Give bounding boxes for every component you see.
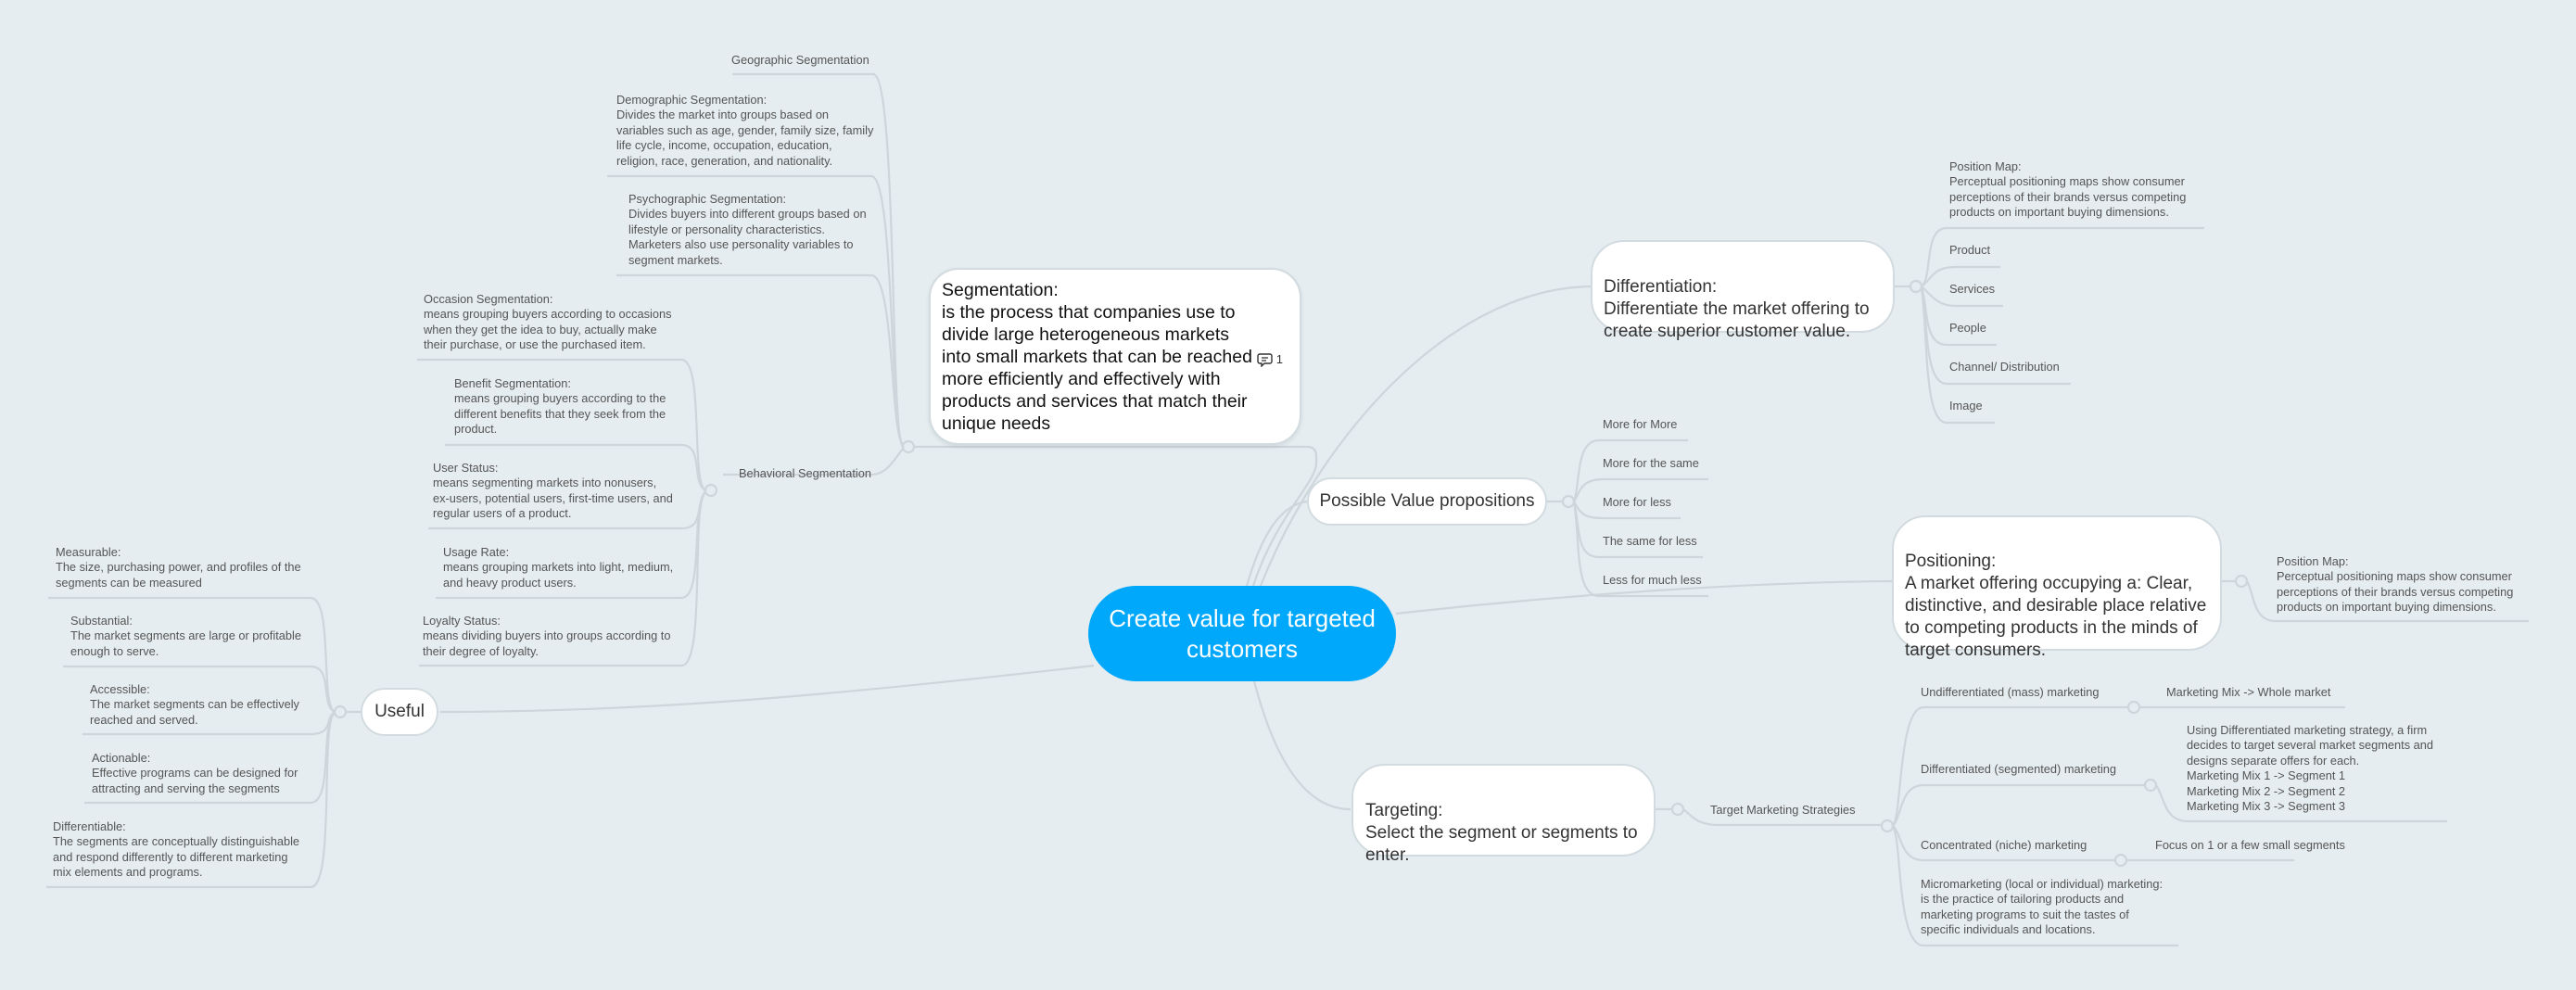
targeting-topic[interactable]: Targeting: Select the segment or segment… [1351, 764, 1656, 865]
comment-count: 1 [1275, 352, 1283, 366]
positioning-topic[interactable]: Positioning: A market offering occupying… [1892, 515, 2222, 660]
strategy-micromarketing[interactable]: Micromarketing (local or individual) mar… [1921, 877, 2164, 937]
root-topic-label: Create value for targeted customers [1109, 603, 1376, 663]
value-same-for-less[interactable]: The same for less [1603, 534, 1697, 548]
geographic-segmentation[interactable]: Geographic Segmentation [731, 53, 869, 67]
value-propositions-label: Possible Value propositions [1319, 491, 1535, 511]
useful-label: Useful [374, 702, 425, 721]
differentiation-position-map[interactable]: Position Map: Perceptual positioning map… [1949, 159, 2187, 220]
value-more-for-same[interactable]: More for the same [1603, 456, 1699, 470]
differentiation-services[interactable]: Services [1949, 282, 1996, 296]
strategy-differentiated-detail[interactable]: Using Differentiated marketing strategy,… [2187, 723, 2434, 814]
differentiation-image[interactable]: Image [1949, 399, 1983, 412]
positioning-label: Positioning: A market offering occupying… [1905, 552, 2207, 660]
psychographic-segmentation[interactable]: Psychographic Segmentation: Divides buye… [628, 192, 867, 267]
targeting-label: Targeting: Select the segment or segment… [1365, 801, 1638, 865]
user-status[interactable]: User Status: means segmenting markets in… [433, 461, 673, 521]
comment-badge[interactable]: 1 [1257, 349, 1283, 371]
strategy-differentiated[interactable]: Differentiated (segmented) marketing [1921, 762, 2117, 776]
differentiation-people[interactable]: People [1949, 321, 1986, 335]
value-more-for-less[interactable]: More for less [1603, 495, 1671, 509]
comment-icon [1257, 353, 1273, 367]
segmentation-label: Segmentation: is the process that compan… [942, 280, 1252, 434]
target-marketing-strategies[interactable]: Target Marketing Strategies [1710, 803, 1856, 817]
behavioral-segmentation[interactable]: Behavioral Segmentation [739, 466, 871, 480]
useful-differentiable[interactable]: Differentiable: The segments are concept… [53, 819, 300, 880]
benefit-segmentation[interactable]: Benefit Segmentation: means grouping buy… [454, 376, 666, 437]
differentiation-label: Differentiation: Differentiate the marke… [1604, 277, 1870, 341]
useful-actionable[interactable]: Actionable: Effective programs can be de… [92, 751, 298, 795]
positioning-position-map[interactable]: Position Map: Perceptual positioning map… [2277, 554, 2514, 615]
differentiation-topic[interactable]: Differentiation: Differentiate the marke… [1591, 240, 1895, 341]
differentiation-channel[interactable]: Channel/ Distribution [1949, 360, 2060, 374]
demographic-segmentation[interactable]: Demographic Segmentation: Divides the ma… [616, 93, 874, 168]
strategy-concentrated-detail[interactable]: Focus on 1 or a few small segments [2155, 838, 2345, 852]
segmentation-topic[interactable]: Segmentation: is the process that compan… [929, 268, 1301, 445]
value-propositions-topic[interactable]: Possible Value propositions [1307, 477, 1547, 526]
useful-substantial[interactable]: Substantial: The market segments are lar… [70, 614, 301, 658]
value-less-for-much-less[interactable]: Less for much less [1603, 573, 1702, 587]
useful-accessible[interactable]: Accessible: The market segments can be e… [90, 682, 299, 727]
strategy-concentrated[interactable]: Concentrated (niche) marketing [1921, 838, 2087, 852]
strategy-undifferentiated[interactable]: Undifferentiated (mass) marketing [1921, 685, 2100, 699]
useful-measurable[interactable]: Measurable: The size, purchasing power, … [56, 545, 301, 590]
strategy-undifferentiated-detail[interactable]: Marketing Mix -> Whole market [2166, 685, 2331, 699]
occasion-segmentation[interactable]: Occasion Segmentation: means grouping bu… [424, 292, 672, 352]
loyalty-status[interactable]: Loyalty Status: means dividing buyers in… [423, 614, 671, 658]
differentiation-product[interactable]: Product [1949, 243, 1991, 257]
usage-rate[interactable]: Usage Rate: means grouping markets into … [443, 545, 674, 590]
root-topic[interactable]: Create value for targeted customers [1088, 586, 1396, 681]
value-more-for-more[interactable]: More for More [1603, 417, 1678, 431]
useful-topic[interactable]: Useful [361, 688, 438, 736]
